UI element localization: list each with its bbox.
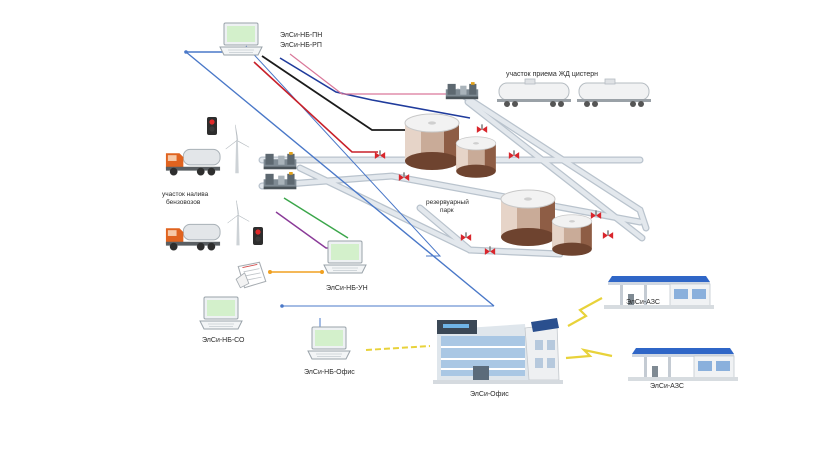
traffic-light-icon (253, 227, 263, 245)
valve-icon (476, 124, 488, 133)
label-office: ЭлСи-Офис (470, 391, 509, 398)
traffic-light-icon (207, 117, 217, 135)
label-nb-office: ЭлСи-НБ-Офис (304, 369, 355, 376)
pump-unit-icon (445, 82, 479, 100)
storage-tank-icon (551, 214, 593, 257)
labels: ЭлСи-НБ-ПН ЭлСи-НБ-РП участок приема ЖД … (162, 32, 684, 398)
laptop-icon (199, 296, 243, 330)
wind-turbine-icon (225, 124, 250, 174)
laptop-icon (219, 22, 263, 56)
rail-tank-car-icon (576, 78, 652, 108)
gas-station-icon (628, 347, 738, 382)
label-nb-rp: ЭлСи-НБ-РП (280, 42, 322, 49)
label-tank-farm-line2: парк (440, 207, 454, 214)
pump-unit-icon (263, 172, 297, 190)
valve-icon (602, 230, 614, 239)
wireless-link-azs-1 (567, 297, 603, 327)
label-loading-line1: участок налива (162, 191, 209, 198)
laptop-icon (323, 240, 367, 274)
label-azs-1: ЭлСи-АЗС (626, 299, 660, 306)
storage-tank-icon (455, 136, 497, 179)
label-rail-section: участок приема ЖД цистерн (506, 71, 598, 78)
label-tank-farm-line1: резервуарный (426, 198, 469, 206)
link-pink (289, 53, 446, 95)
link-green (283, 197, 349, 239)
fuel-truck-icon (165, 223, 221, 251)
label-nb-un: ЭлСи-НБ-УН (326, 285, 368, 292)
link-red (253, 61, 378, 153)
wireless-link-azs-2 (565, 348, 613, 360)
label-azs-2: ЭлСи-АЗС (650, 383, 684, 390)
link-office-wireless (365, 345, 431, 351)
rail-tank-car-icon (496, 78, 572, 108)
link-navy (279, 57, 471, 119)
storage-tank-icon (500, 189, 556, 247)
laptop-icon (307, 326, 351, 360)
link-nb-pn-un (245, 45, 442, 257)
link-black (261, 55, 410, 131)
label-loading-line2: бензовозов (166, 198, 201, 206)
label-nb-pn: ЭлСи-НБ-ПН (280, 32, 322, 39)
document-icon (235, 261, 267, 289)
pump-unit-icon (263, 152, 297, 170)
loading-area (165, 117, 297, 251)
office-and-stations (432, 275, 738, 385)
wind-turbine-icon (227, 200, 250, 246)
label-nb-so: ЭлСи-НБ-СО (202, 337, 245, 344)
fuel-truck-icon (165, 148, 221, 176)
office-building-icon (432, 317, 564, 385)
valve-icon (460, 232, 472, 241)
pipeline-network (258, 88, 650, 258)
storage-tank-icon (404, 113, 460, 171)
